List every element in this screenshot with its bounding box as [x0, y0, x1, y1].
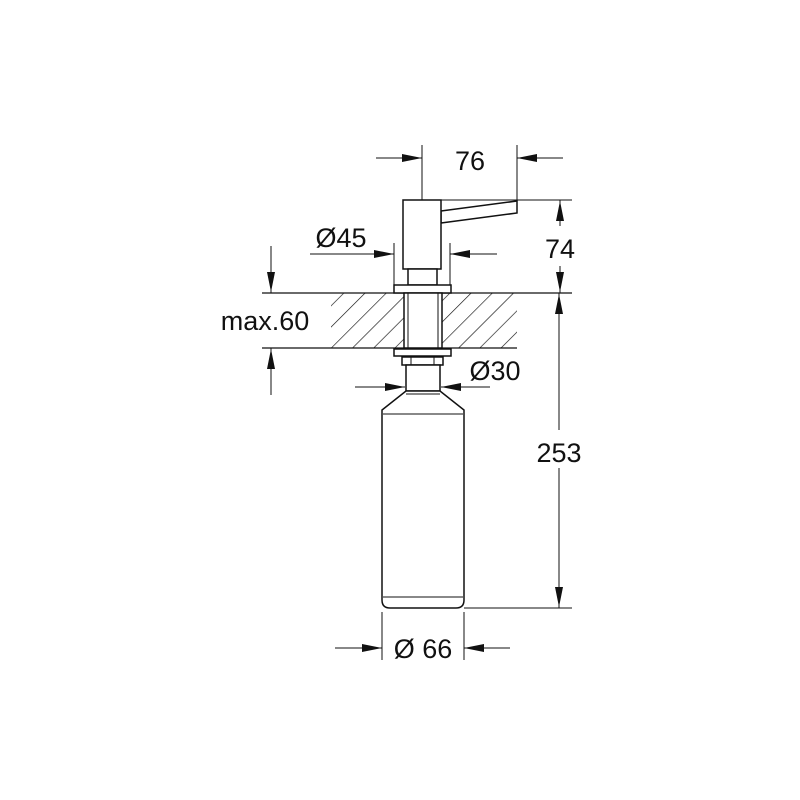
dimension-74: 74 [441, 199, 575, 293]
dimension-label-76: 76 [455, 146, 485, 176]
dimension-76: 76 [376, 145, 563, 200]
dispenser-head [393, 199, 518, 294]
dimension-diameter-30: Ø30 [355, 356, 521, 391]
dimension-label-diameter-66: Ø 66 [394, 634, 453, 664]
dimension-253: 253 [464, 293, 582, 609]
dimension-label-max-60: max.60 [221, 306, 310, 336]
shank [393, 292, 452, 392]
soap-bottle [381, 390, 465, 609]
dimension-label-74: 74 [545, 234, 575, 264]
dimension-max-60: max.60 [221, 246, 310, 395]
dimension-label-diameter-45: Ø45 [315, 223, 366, 253]
dimension-label-253: 253 [536, 438, 581, 468]
dimension-diameter-45: Ø45 [310, 223, 497, 285]
dimension-label-diameter-30: Ø30 [469, 356, 520, 386]
dimension-diameter-66: Ø 66 [335, 612, 510, 664]
countertop [262, 292, 572, 349]
